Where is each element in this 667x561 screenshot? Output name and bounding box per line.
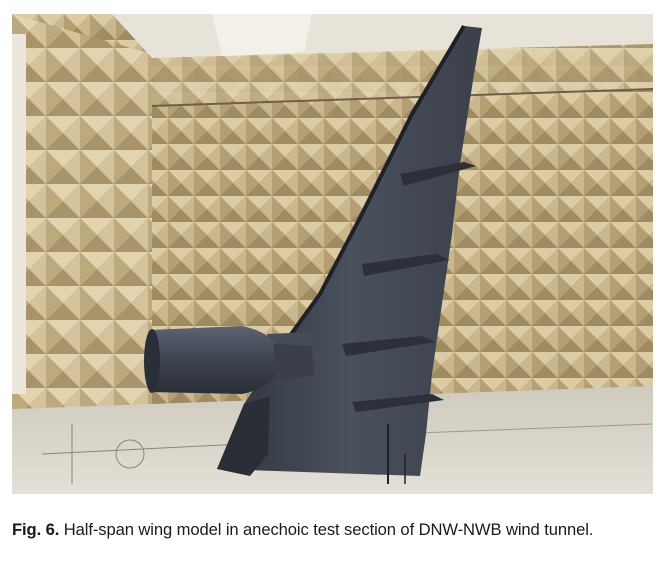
caption-label: Fig. 6. bbox=[12, 520, 60, 539]
caption-text: Half-span wing model in anechoic test se… bbox=[59, 520, 594, 539]
wing-root-fairing bbox=[217, 396, 270, 476]
flap-track-fairing bbox=[352, 394, 444, 412]
floor-marking bbox=[391, 423, 653, 435]
ceiling-foam bbox=[152, 44, 653, 106]
wing-leading-edge bbox=[282, 24, 466, 346]
flap-track-fairing bbox=[342, 336, 436, 356]
ceiling-beam bbox=[151, 88, 653, 107]
wind-tunnel-photo bbox=[12, 14, 653, 494]
ceiling-panel bbox=[212, 14, 312, 56]
figure-caption: Fig. 6. Half-span wing model in anechoic… bbox=[12, 520, 657, 540]
engine-intake bbox=[144, 329, 160, 393]
flap-track-fairing bbox=[400, 162, 476, 186]
floor-marking bbox=[115, 439, 145, 469]
engine-exhaust bbox=[274, 344, 314, 380]
engine-nacelle bbox=[146, 326, 280, 394]
left-wall-foam bbox=[12, 14, 152, 484]
figure-photo bbox=[12, 14, 653, 494]
flap-track-fairing bbox=[362, 254, 450, 276]
door-frame bbox=[12, 34, 26, 394]
